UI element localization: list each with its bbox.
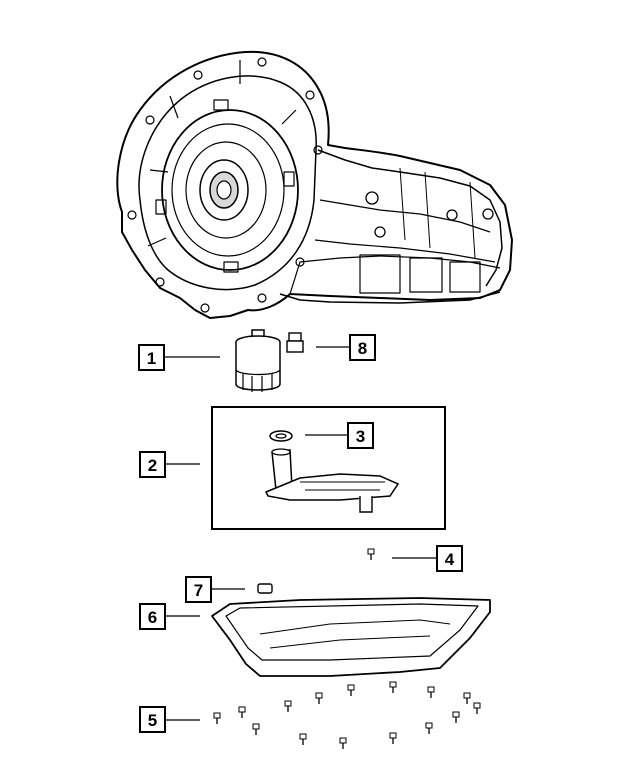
- callout-7: 7: [185, 576, 212, 603]
- callout-5: 5: [139, 706, 166, 733]
- transmission-assembly: [116, 50, 513, 319]
- callout-label: 6: [148, 608, 157, 627]
- callout-label: 1: [147, 349, 156, 368]
- leader-lines: [164, 346, 437, 721]
- callout-label: 2: [148, 456, 157, 475]
- callout-8: 8: [349, 334, 376, 361]
- pan-bolts: [213, 681, 481, 750]
- filter-kit-box: [211, 406, 446, 530]
- callout-2: 2: [139, 451, 166, 478]
- oil-filter: [235, 329, 281, 392]
- pan-bolt-single: [367, 548, 375, 561]
- callout-3: 3: [347, 422, 374, 449]
- callout-label: 3: [356, 427, 365, 446]
- callout-label: 8: [358, 339, 367, 358]
- callout-6: 6: [139, 603, 166, 630]
- callout-4: 4: [436, 545, 463, 572]
- transmission-filter: [264, 448, 400, 513]
- callout-label: 5: [148, 711, 157, 730]
- seal: [269, 430, 293, 442]
- magnet: [257, 583, 273, 594]
- callout-label: 4: [445, 550, 455, 569]
- plug: [286, 332, 304, 353]
- callout-1: 1: [138, 344, 165, 371]
- oil-pan: [211, 597, 491, 677]
- callout-label: 7: [194, 581, 203, 600]
